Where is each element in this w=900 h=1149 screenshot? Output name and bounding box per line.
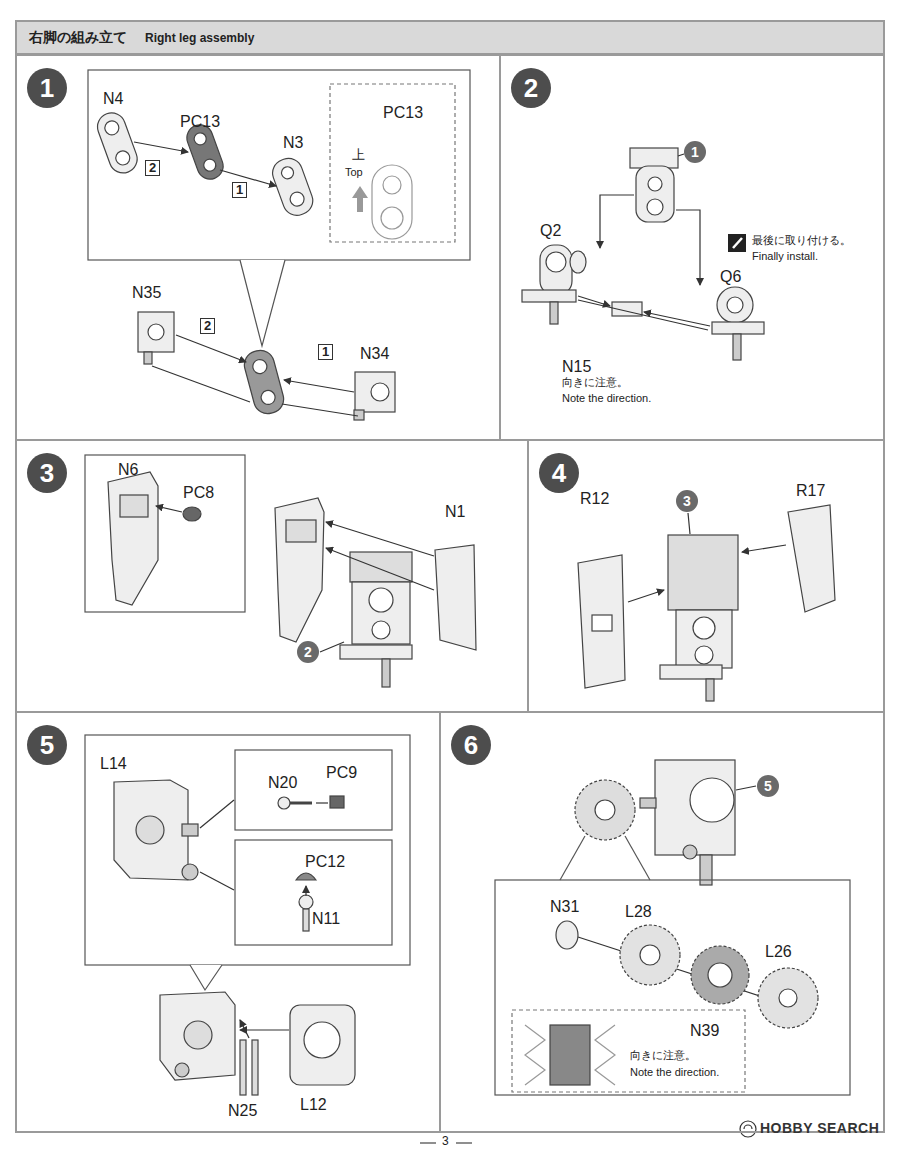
part-label: N34 <box>360 345 389 363</box>
step-number: 4 <box>539 453 579 493</box>
part-label: N35 <box>132 284 161 302</box>
note-text: Top <box>345 166 363 178</box>
step-panel: 1 <box>15 54 501 441</box>
part-label: N31 <box>550 898 579 916</box>
part-label: PC12 <box>305 853 345 871</box>
part-label: N39 <box>690 1022 719 1040</box>
part-label: L26 <box>765 943 792 961</box>
note-text: Finally install. <box>752 250 818 262</box>
part-label: N25 <box>228 1102 257 1120</box>
watermark: HOBBY SEARCH <box>760 1121 879 1136</box>
section-subtitle: Right leg assembly <box>145 31 254 45</box>
part-label: PC9 <box>326 764 357 782</box>
note-text: 上 <box>352 148 365 162</box>
part-label: L14 <box>100 755 127 773</box>
page-number: 3 <box>442 1135 449 1148</box>
step-panel: 2 <box>499 54 885 441</box>
step-panel: 4 <box>527 439 885 713</box>
callout-number: 2 <box>297 641 319 663</box>
note-text: 向きに注意。 <box>562 377 628 389</box>
order-number: 1 <box>232 182 247 198</box>
part-label: Q6 <box>720 268 741 286</box>
step-panel: 3 <box>15 439 529 713</box>
part-label: R17 <box>796 482 825 500</box>
step-number: 3 <box>27 453 67 493</box>
part-label: L28 <box>625 903 652 921</box>
part-label: R12 <box>580 490 609 508</box>
part-label: N20 <box>268 774 297 792</box>
note-text: 最後に取り付ける。 <box>752 235 851 247</box>
step-number: 5 <box>27 725 67 765</box>
header-band: 右脚の組み立て Right leg assembly <box>15 20 885 55</box>
part-label: N15 <box>562 358 591 376</box>
part-label: N4 <box>103 90 123 108</box>
part-label: PC13 <box>383 104 423 122</box>
callout-number: 5 <box>757 775 779 797</box>
part-label: N11 <box>312 910 340 928</box>
part-label: N6 <box>118 461 138 479</box>
order-number: 2 <box>200 318 215 334</box>
callout-number: 1 <box>684 141 706 163</box>
section-title: 右脚の組み立て <box>29 29 127 47</box>
note-text: Note the direction. <box>562 392 651 404</box>
part-label: Q2 <box>540 222 561 240</box>
part-label: L12 <box>300 1096 327 1114</box>
note-text: 向きに注意。 <box>630 1050 696 1062</box>
callout-number: 3 <box>676 490 698 512</box>
step-number: 6 <box>451 725 491 765</box>
step-panel: 5 <box>15 711 441 1133</box>
note-text: Note the direction. <box>630 1066 719 1078</box>
part-label: N3 <box>283 134 303 152</box>
part-label: PC13 <box>180 113 220 131</box>
step-number: 2 <box>511 68 551 108</box>
step-number: 1 <box>27 68 67 108</box>
order-number: 1 <box>318 344 333 360</box>
order-number: 2 <box>145 160 160 176</box>
part-label: PC8 <box>183 484 214 502</box>
part-label: N1 <box>445 503 465 521</box>
